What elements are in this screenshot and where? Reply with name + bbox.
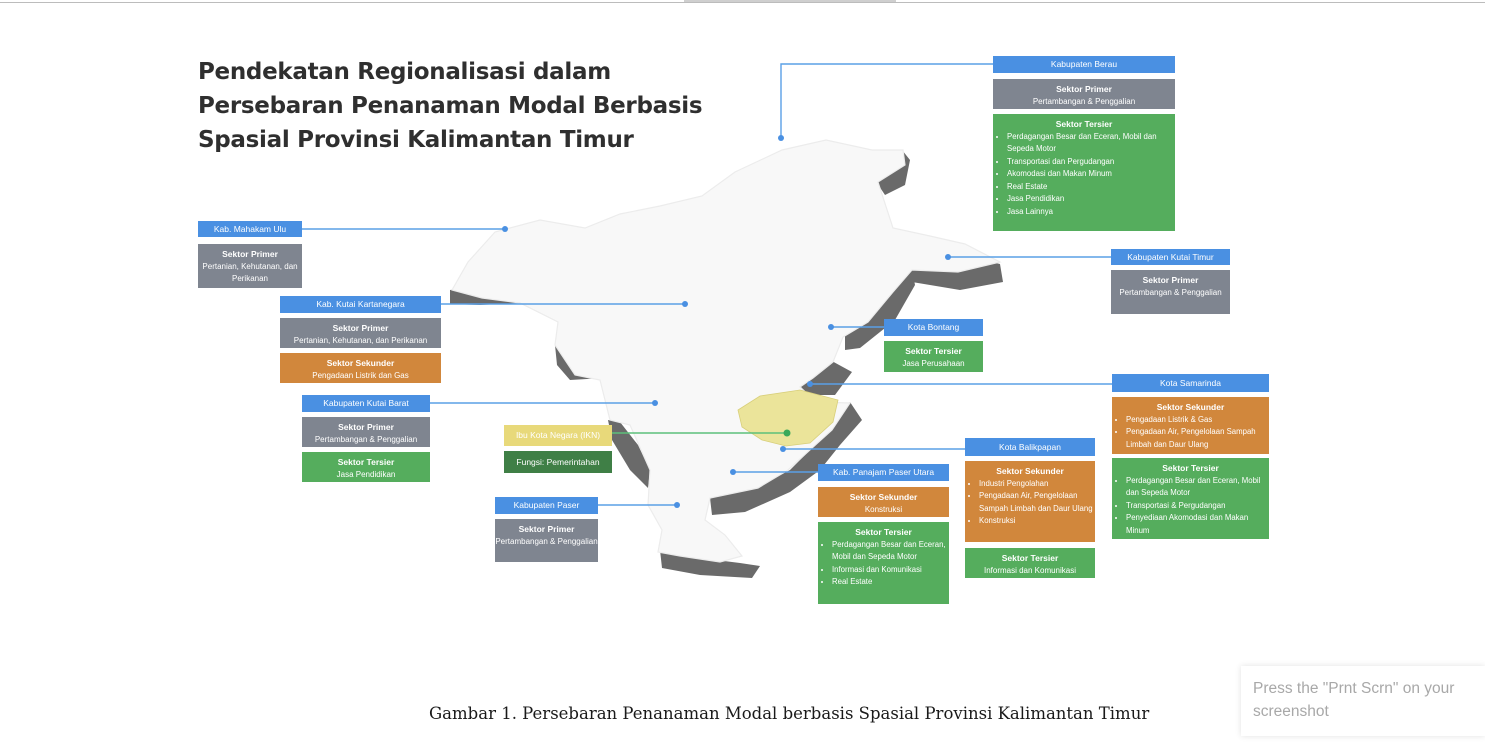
penajam-tersier-item: Informasi dan Komunikasi <box>832 564 949 577</box>
map-land <box>451 139 1002 563</box>
label-berau: Kabupaten Berau <box>993 56 1175 73</box>
berau-tersier-item: Transportasi dan Pergudangan <box>1007 156 1175 169</box>
figure-caption: Gambar 1. Persebaran Penanaman Modal ber… <box>429 704 1150 723</box>
berau-tersier-item: Real Estate <box>1007 181 1175 194</box>
label-kutai-timur: Kabupaten Kutai Timur <box>1111 249 1230 265</box>
penajam-tersier-box: Sektor Tersier Perdagangan Besar dan Ece… <box>818 522 949 604</box>
balikpapan-sekunder-list: Industri Pengolahan Pengadaan Air, Penge… <box>965 478 1095 528</box>
connector-lines <box>302 63 1112 506</box>
map-shadow <box>450 150 1003 578</box>
samarinda-sekunder-heading: Sektor Sekunder <box>1156 402 1225 412</box>
kutai-kartanegara-sekunder-heading: Sektor Sekunder <box>326 358 395 368</box>
samarinda-sekunder-item: Pengadaan Air, Pengelolaan Sampah Limbah… <box>1126 426 1269 451</box>
bontang-tersier-body: Jasa Perusahaan <box>902 358 965 368</box>
balikpapan-sekunder-heading: Sektor Sekunder <box>996 466 1064 476</box>
screenshot-toast[interactable]: Press the "Prnt Scrn" on your screenshot <box>1241 666 1485 736</box>
penajam-tersier-item: Real Estate <box>832 576 949 589</box>
berau-primer-body: Pertambangan & Penggalian <box>1032 96 1136 106</box>
berau-tersier-heading: Sektor Tersier <box>1055 119 1113 129</box>
berau-tersier-item: Akomodasi dan Makan Minum <box>1007 168 1175 181</box>
berau-primer-heading: Sektor Primer <box>1056 84 1112 94</box>
toast-message: Press the "Prnt Scrn" on your screenshot <box>1253 680 1455 720</box>
samarinda-sekunder-item: Pengadaan Listrik & Gas <box>1126 414 1269 427</box>
label-penajam: Kab. Panajam Paser Utara <box>818 464 949 481</box>
penajam-sekunder-body: Konstruksi <box>864 504 903 514</box>
label-paser: Kabupaten Paser <box>495 497 598 514</box>
bontang-tersier-heading: Sektor Tersier <box>905 346 962 356</box>
berau-tersier-item: Jasa Pendidikan <box>1007 193 1175 206</box>
ikn-dot <box>783 429 791 437</box>
balikpapan-tersier-heading: Sektor Tersier <box>1001 553 1059 563</box>
kutai-barat-primer-box: Sektor Primer Pertambangan & Penggalian <box>302 417 430 447</box>
paser-primer-body: Pertambangan & Penggalian <box>495 536 598 546</box>
samarinda-tersier-list: Perdagangan Besar dan Eceran, Mobil dan … <box>1112 475 1269 538</box>
kutai-kartanegara-sekunder-body: Pengadaan Listrik dan Gas <box>312 370 409 380</box>
label-samarinda: Kota Samarinda <box>1112 374 1269 392</box>
kutai-timur-primer-body: Pertambangan & Penggalian <box>1119 287 1222 297</box>
diagram-title: Pendekatan Regionalisasi dalam Persebara… <box>198 55 738 157</box>
samarinda-tersier-item: Penyediaan Akomodasi dan Makan Minum <box>1126 512 1269 537</box>
kutai-kartanegara-primer-body: Pertanian, Kehutanan, dan Perikanan <box>293 335 428 345</box>
label-kutai-barat: Kabupaten Kutai Barat <box>302 395 430 412</box>
penajam-tersier-heading: Sektor Tersier <box>855 527 912 537</box>
mahakam-ulu-primer-heading: Sektor Primer <box>222 249 278 259</box>
balikpapan-tersier-body: Informasi dan Komunikasi <box>983 565 1077 575</box>
label-balikpapan: Kota Balikpapan <box>965 438 1095 456</box>
kutai-kartanegara-sekunder-box: Sektor Sekunder Pengadaan Listrik dan Ga… <box>280 353 441 383</box>
balikpapan-sekunder-item: Konstruksi <box>979 515 1095 528</box>
penajam-tersier-list: Perdagangan Besar dan Eceran, Mobil dan … <box>818 539 949 589</box>
samarinda-tersier-heading: Sektor Tersier <box>1162 463 1219 473</box>
title-line-1: Pendekatan Regionalisasi dalam <box>198 59 611 85</box>
balikpapan-sekunder-item: Pengadaan Air, Pengelolaan Sampah Limbah… <box>979 490 1095 515</box>
penajam-sekunder-box: Sektor Sekunder Konstruksi <box>818 487 949 517</box>
penajam-tersier-item: Perdagangan Besar dan Eceran, Mobil dan … <box>832 539 949 564</box>
kutai-timur-primer-box: Sektor Primer Pertambangan & Penggalian <box>1111 270 1230 314</box>
title-line-3: Spasial Provinsi Kalimantan Timur <box>198 127 634 153</box>
kutai-kartanegara-primer-heading: Sektor Primer <box>332 323 389 333</box>
berau-tersier-item: Jasa Lainnya <box>1007 206 1175 219</box>
berau-tersier-box: Sektor Tersier Perdagangan Besar dan Ece… <box>993 114 1175 231</box>
kutai-barat-primer-heading: Sektor Primer <box>338 422 394 432</box>
top-border <box>0 2 1485 3</box>
samarinda-tersier-item: Perdagangan Besar dan Eceran, Mobil dan … <box>1126 475 1269 500</box>
samarinda-tersier-item: Transportasi & Pergudangan <box>1126 500 1269 513</box>
samarinda-sekunder-box: Sektor Sekunder Pengadaan Listrik & Gas … <box>1112 397 1269 454</box>
label-mahakam-ulu: Kab. Mahakam Ulu <box>198 221 302 237</box>
kutai-barat-primer-body: Pertambangan & Penggalian <box>314 434 418 444</box>
paser-primer-heading: Sektor Primer <box>518 524 575 534</box>
berau-primer-box: Sektor Primer Pertambangan & Penggalian <box>993 79 1175 109</box>
kutai-kartanegara-primer-box: Sektor Primer Pertanian, Kehutanan, dan … <box>280 318 441 348</box>
ikn-fungsi-box: Fungsi: Pemerintahan <box>504 451 612 473</box>
penajam-sekunder-heading: Sektor Sekunder <box>849 492 918 502</box>
balikpapan-tersier-box: Sektor Tersier Informasi dan Komunikasi <box>965 548 1095 578</box>
samarinda-tersier-box: Sektor Tersier Perdagangan Besar dan Ece… <box>1112 458 1269 539</box>
berau-tersier-list: Perdagangan Besar dan Eceran, Mobil dan … <box>993 131 1175 219</box>
kutai-barat-tersier-heading: Sektor Tersier <box>337 457 395 467</box>
kutai-barat-tersier-box: Sektor Tersier Jasa Pendidikan <box>302 452 430 482</box>
title-line-2: Persebaran Penanaman Modal Berbasis <box>198 93 703 119</box>
mahakam-ulu-primer-box: Sektor Primer Pertanian, Kehutanan, dan … <box>198 244 302 288</box>
connector-dots <box>502 135 951 508</box>
label-ikn: Ibu Kota Negara (IKN) <box>504 425 612 446</box>
label-kutai-kartanegara: Kab. Kutai Kartanegara <box>280 296 441 313</box>
balikpapan-sekunder-box: Sektor Sekunder Industri Pengolahan Peng… <box>965 461 1095 542</box>
paser-primer-box: Sektor Primer Pertambangan & Penggalian <box>495 519 598 562</box>
berau-tersier-item: Perdagangan Besar dan Eceran, Mobil dan … <box>1007 131 1175 156</box>
label-bontang: Kota Bontang <box>884 319 983 336</box>
mahakam-ulu-primer-body: Pertanian, Kehutanan, dan Perikanan <box>202 261 298 284</box>
bontang-tersier-box: Sektor Tersier Jasa Perusahaan <box>884 341 983 372</box>
kutai-barat-tersier-body: Jasa Pendidikan <box>336 469 396 479</box>
top-tab-indicator <box>684 0 896 2</box>
samarinda-sekunder-list: Pengadaan Listrik & Gas Pengadaan Air, P… <box>1112 414 1269 452</box>
kutai-timur-primer-heading: Sektor Primer <box>1142 275 1199 285</box>
balikpapan-sekunder-item: Industri Pengolahan <box>979 478 1095 491</box>
